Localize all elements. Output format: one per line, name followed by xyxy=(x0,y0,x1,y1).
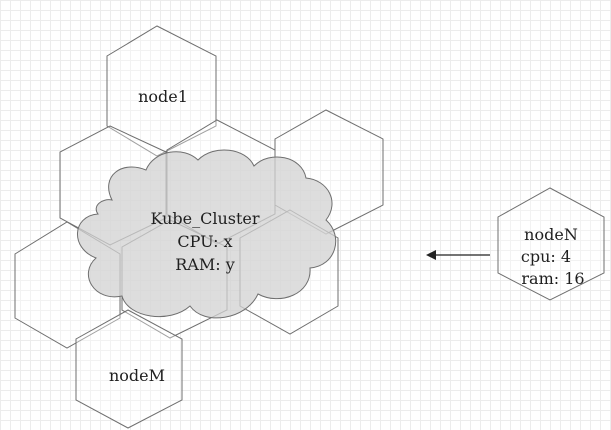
nodeN-ram-label: ram: 16 xyxy=(521,269,584,288)
cluster-ram-label: RAM: y xyxy=(175,255,235,274)
nodeN-cpu-label: cpu: 4 xyxy=(521,247,571,266)
hexagon-nodeN[interactable] xyxy=(497,187,605,301)
cluster-name-label: Kube_Cluster xyxy=(150,209,259,228)
hexagon-node1[interactable] xyxy=(106,25,217,157)
node1-label: node1 xyxy=(138,87,188,106)
kube-cluster-cloud[interactable] xyxy=(77,149,337,319)
join-arrow-head xyxy=(426,250,436,260)
hexagon-nodeM[interactable] xyxy=(75,309,183,429)
nodeN-name-label: nodeN xyxy=(524,225,578,244)
nodeM-label: nodeM xyxy=(109,366,165,385)
cluster-cpu-label: CPU: x xyxy=(177,232,232,251)
